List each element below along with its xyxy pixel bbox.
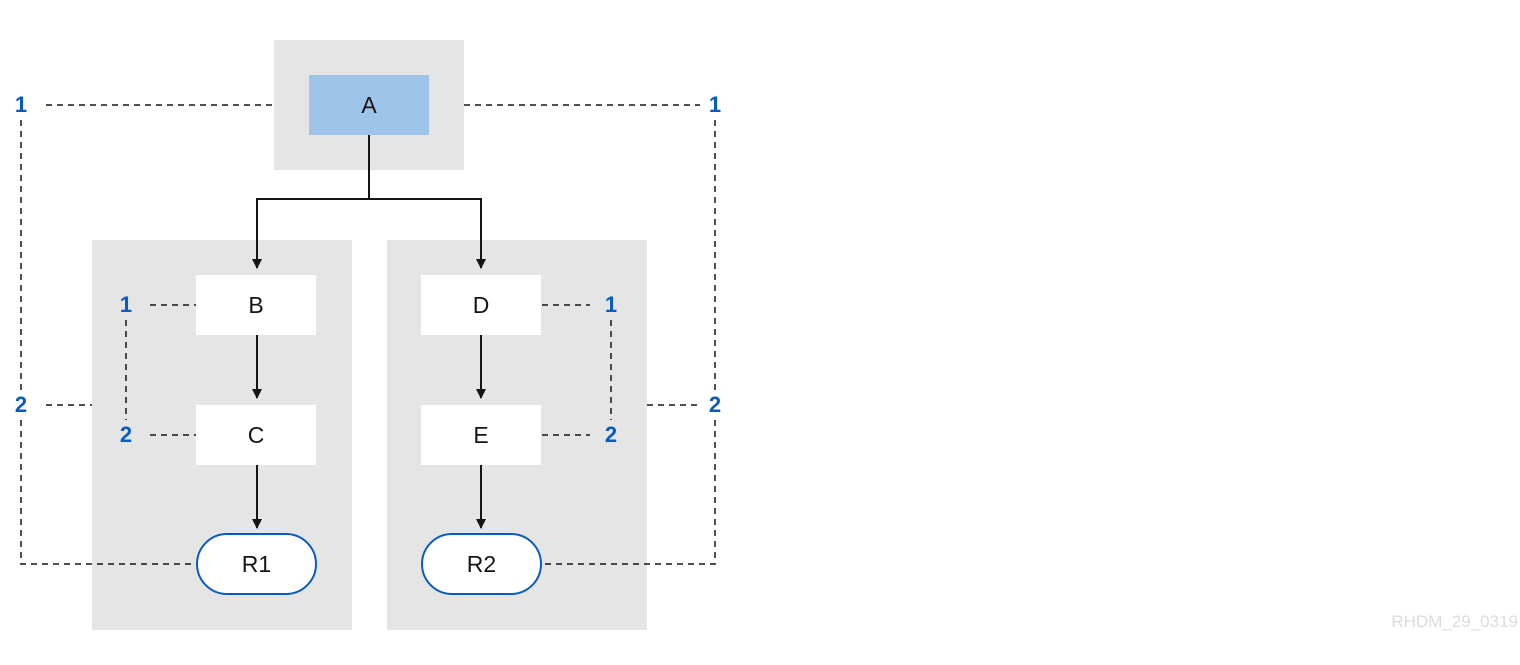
node-b: B bbox=[196, 275, 316, 335]
figure-id-watermark: RHDM_29_0319 bbox=[1391, 612, 1518, 631]
node-r2: R2 bbox=[421, 533, 542, 595]
callout-inner-left-2: 2 bbox=[119, 422, 133, 447]
node-c: C bbox=[196, 405, 316, 465]
edge-branch-to-b bbox=[252, 198, 369, 269]
node-a: A bbox=[309, 75, 429, 135]
outer-right-bracket-lower bbox=[542, 420, 716, 565]
node-r1: R1 bbox=[196, 533, 317, 595]
node-e: E bbox=[421, 405, 541, 465]
callout-inner-right-2: 2 bbox=[604, 422, 618, 447]
callout-inner-left-1: 1 bbox=[119, 292, 133, 317]
callout-inner-right-1: 1 bbox=[604, 292, 618, 317]
callout-outer-right-2: 2 bbox=[708, 392, 722, 417]
node-d: D bbox=[421, 275, 541, 335]
callout-outer-left-2: 2 bbox=[14, 392, 28, 417]
callout-outer-right-1: 1 bbox=[708, 92, 722, 117]
edge-branch-to-d bbox=[369, 198, 486, 269]
outer-left-bracket-lower bbox=[20, 420, 196, 565]
callout-outer-left-1: 1 bbox=[14, 92, 28, 117]
